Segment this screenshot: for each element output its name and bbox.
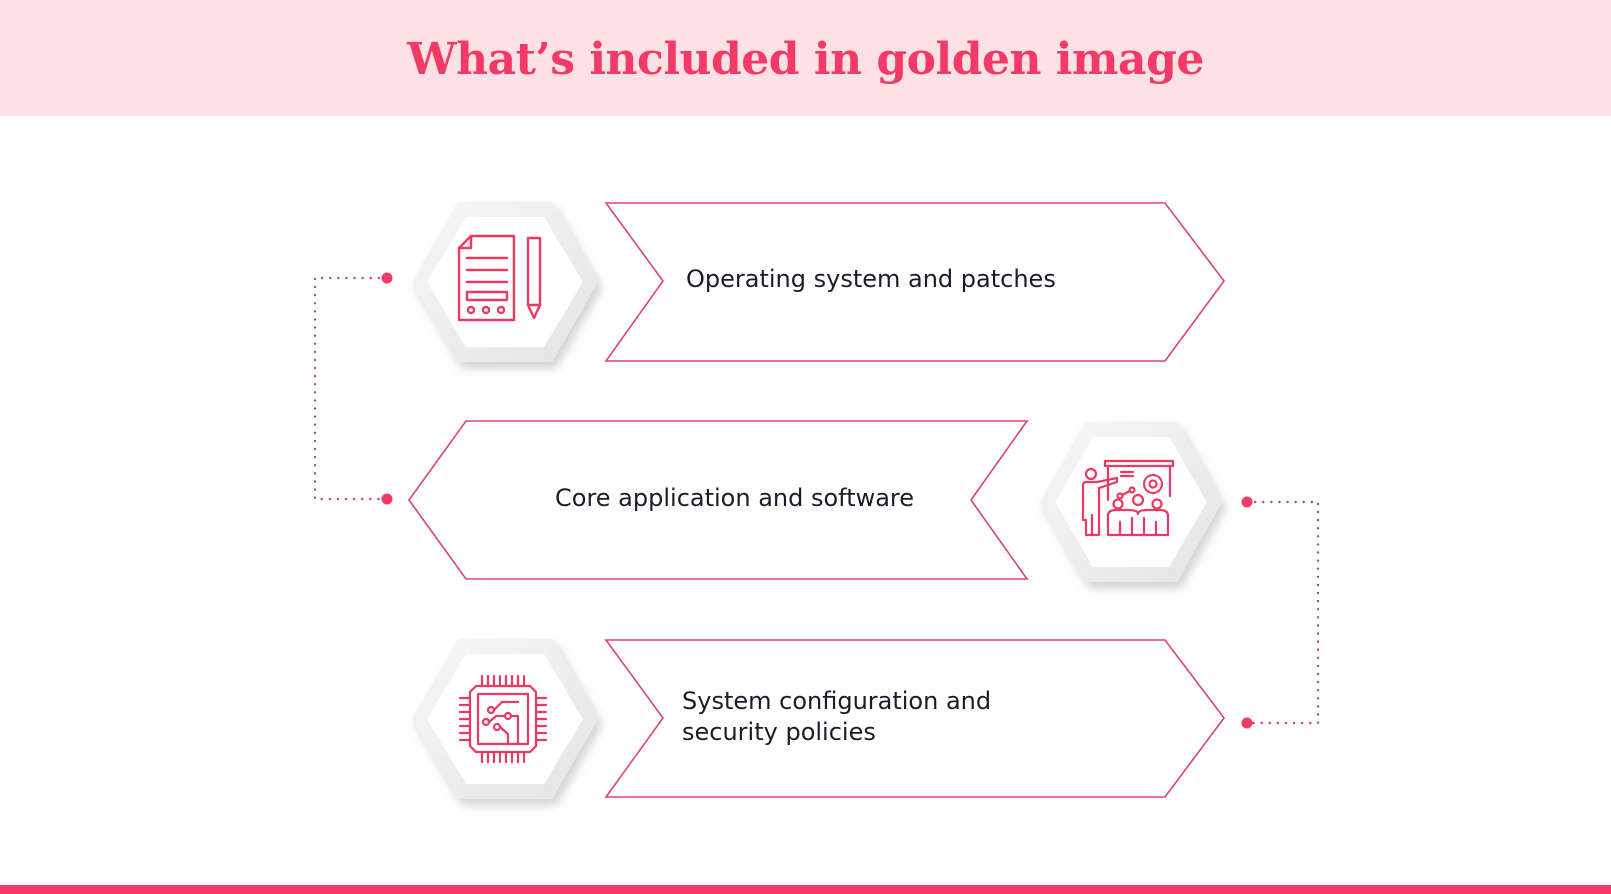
connector-dot <box>381 272 393 284</box>
item-label-3: System configuration and security polici… <box>682 686 991 748</box>
cpu-chip-icon <box>458 674 548 764</box>
hex-badge-3 <box>412 639 598 799</box>
connector-dot <box>1241 496 1253 508</box>
footer-bar <box>0 885 1611 894</box>
item-label-2: Core application and software <box>555 484 915 512</box>
header-banner: What’s included in golden image <box>0 0 1611 116</box>
arrow-banner-2 <box>408 420 1029 580</box>
hex-badge-2 <box>1040 422 1222 582</box>
connector-dot <box>1241 717 1253 729</box>
page-title: What’s included in golden image <box>407 33 1204 85</box>
connector-right <box>1241 496 1320 729</box>
connector-left <box>313 272 393 505</box>
arrow-banner-1 <box>604 202 1225 362</box>
item-label-1: Operating system and patches <box>686 265 1056 293</box>
presentation-team-icon <box>1081 459 1175 537</box>
document-pencil-icon <box>457 234 542 322</box>
hex-badge-1 <box>412 202 598 362</box>
arrow-banner-3 <box>604 639 1226 798</box>
item-label-3-line-2: security policies <box>682 718 876 746</box>
connector-dot <box>381 493 393 505</box>
item-label-3-line-1: System configuration and <box>682 687 992 715</box>
